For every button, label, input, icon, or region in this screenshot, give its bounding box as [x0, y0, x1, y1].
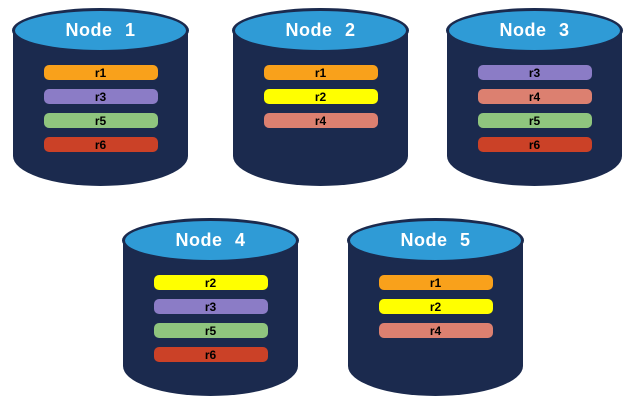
cylinder-top-ellipse: Node 4: [122, 218, 299, 263]
replica-bar-r3: r3: [477, 65, 592, 80]
replica-bar-r1: r1: [43, 65, 158, 80]
cylinder-top-ellipse: Node 2: [232, 8, 409, 53]
cylinder-top-ellipse: Node 5: [347, 218, 524, 263]
node-label: Node 1: [65, 20, 136, 40]
replica-list: r2 r3 r5 r6: [122, 275, 299, 362]
cylinder-body: [123, 240, 298, 396]
node-2-cylinder: Node 2 r1 r2 r4: [232, 8, 409, 186]
replica-bar-r1: r1: [263, 65, 378, 80]
cylinder-body: [348, 240, 523, 396]
cylinder-top-ellipse: Node 3: [446, 8, 623, 53]
replica-list: r1 r2 r4: [347, 275, 524, 338]
replica-bar-r6: r6: [43, 137, 158, 152]
replica-list: r1 r2 r4: [232, 65, 409, 128]
replica-bar-r2: r2: [153, 275, 268, 290]
node-3-cylinder: Node 3 r3 r4 r5 r6: [446, 8, 623, 186]
replica-bar-r5: r5: [477, 113, 592, 128]
replica-bar-r2: r2: [378, 299, 493, 314]
replica-bar-r4: r4: [477, 89, 592, 104]
replica-bar-r4: r4: [378, 323, 493, 338]
cylinder-body: [447, 30, 622, 186]
cylinder-body: [13, 30, 188, 186]
replica-bar-r3: r3: [43, 89, 158, 104]
node-label: Node 2: [285, 20, 356, 40]
node-label: Node 3: [499, 20, 570, 40]
node-label: Node 4: [175, 230, 246, 250]
replica-list: r1 r3 r5 r6: [12, 65, 189, 152]
replica-list: r3 r4 r5 r6: [446, 65, 623, 152]
replica-bar-r6: r6: [477, 137, 592, 152]
replica-bar-r5: r5: [43, 113, 158, 128]
node-4-cylinder: Node 4 r2 r3 r5 r6: [122, 218, 299, 396]
replica-bar-r3: r3: [153, 299, 268, 314]
replica-bar-r4: r4: [263, 113, 378, 128]
replica-bar-r5: r5: [153, 323, 268, 338]
cylinder-body: [233, 30, 408, 186]
replica-bar-r1: r1: [378, 275, 493, 290]
node-1-cylinder: Node 1 r1 r3 r5 r6: [12, 8, 189, 186]
cylinder-top-ellipse: Node 1: [12, 8, 189, 53]
node-label: Node 5: [400, 230, 471, 250]
node-5-cylinder: Node 5 r1 r2 r4: [347, 218, 524, 396]
replica-bar-r2: r2: [263, 89, 378, 104]
replica-bar-r6: r6: [153, 347, 268, 362]
